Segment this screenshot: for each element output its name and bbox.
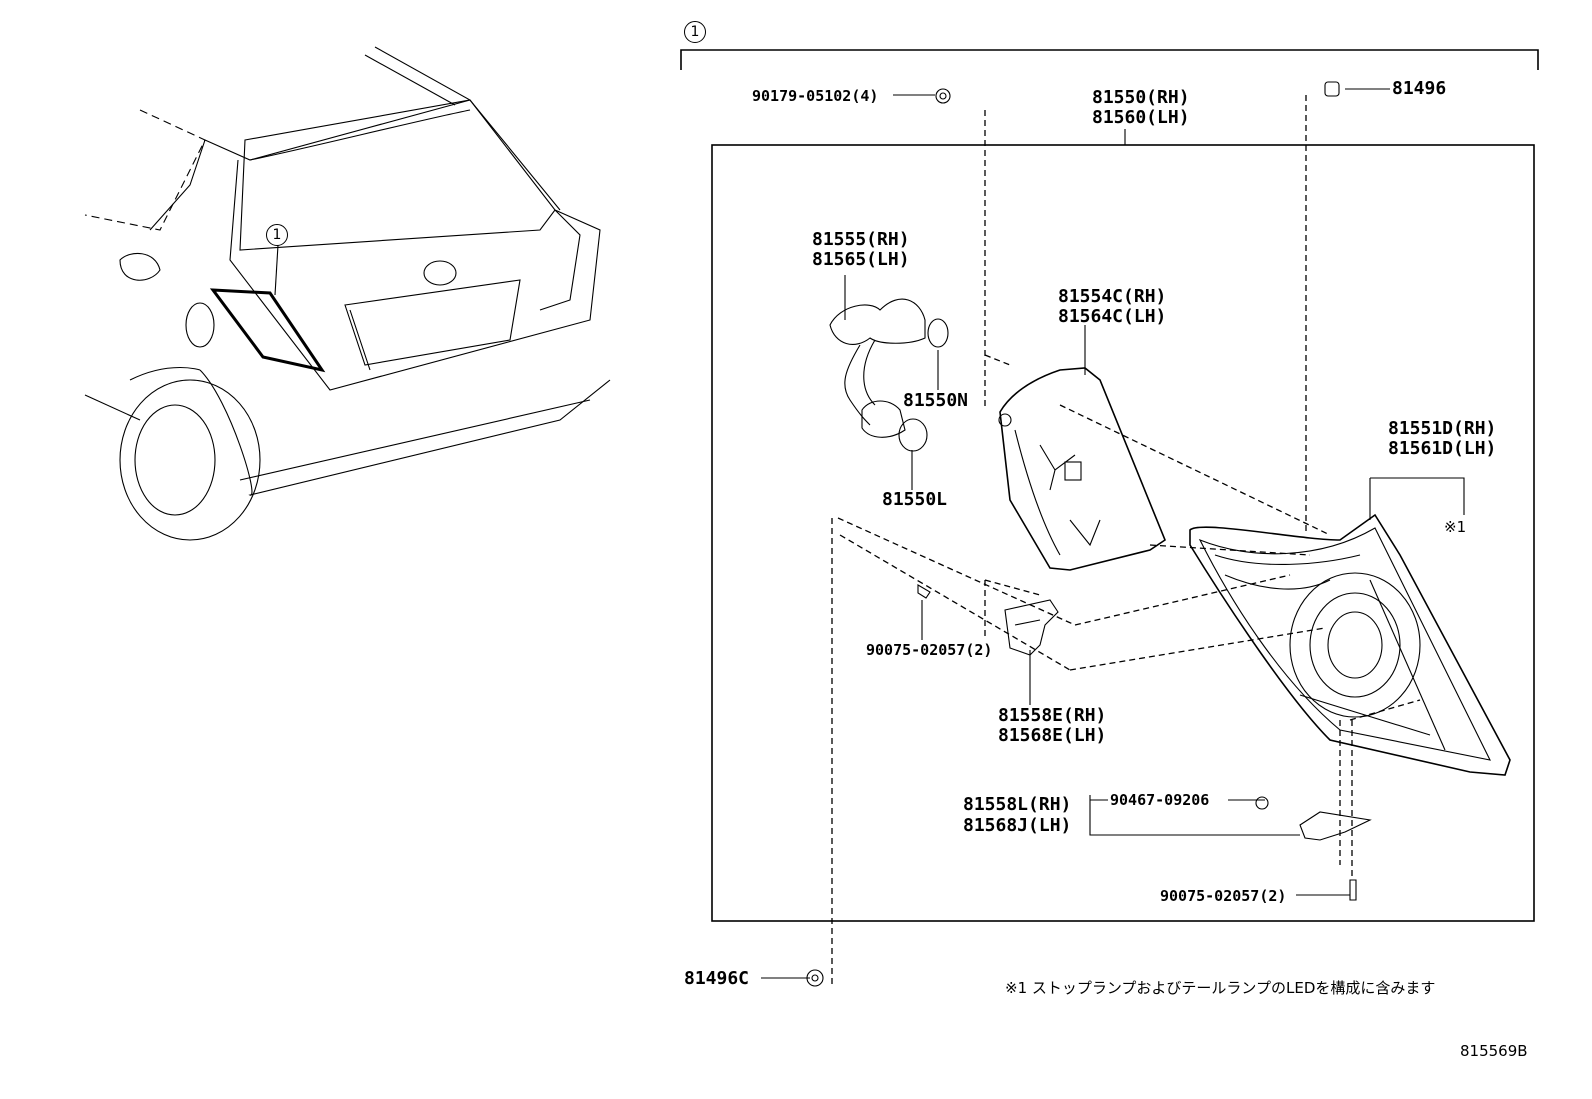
label-81558e-rh: 81558E(RH) <box>998 705 1107 726</box>
label-90467-09206: 90467-09206 <box>1110 791 1210 809</box>
callout-assembly: 1 <box>684 21 706 43</box>
label-90075-02057-upper: 90075-02057(2) <box>866 641 993 659</box>
label-90075-02057-lower: 90075-02057(2) <box>1160 887 1287 905</box>
clip-90179 <box>935 88 951 104</box>
footnote: ※1 ストップランプおよびテールランプのLEDを構成に含みます <box>1005 979 1436 997</box>
bracket-81558l <box>1299 811 1372 841</box>
assembly-box <box>711 144 1535 922</box>
clip-90467 <box>1255 796 1269 810</box>
car-rear-view <box>84 46 611 541</box>
screw-90075-lower <box>1349 879 1357 901</box>
screw-90075-upper <box>917 584 931 599</box>
label-81568e-lh: 81568E(LH) <box>998 725 1107 746</box>
label-81496: 81496 <box>1392 78 1447 99</box>
lamp-lens <box>1189 513 1511 776</box>
label-81561d-lh: 81561D(LH) <box>1388 438 1497 459</box>
label-81550n: 81550N <box>903 390 969 411</box>
label-81551d-rh: 81551D(RH) <box>1388 418 1497 439</box>
label-81564c-lh: 81564C(LH) <box>1058 306 1167 327</box>
label-81568j-lh: 81568J(LH) <box>963 815 1072 836</box>
socket-wire-assembly <box>829 298 949 452</box>
grommet-81496c <box>806 969 824 987</box>
note-ref-1: ※1 <box>1444 518 1467 536</box>
label-81560-lh: 81560(LH) <box>1092 107 1190 128</box>
label-81554c-rh: 81554C(RH) <box>1058 286 1167 307</box>
grommet-81496 <box>1324 81 1340 97</box>
callout-car: 1 <box>266 224 288 246</box>
label-90179-05102: 90179-05102(4) <box>752 87 879 105</box>
lamp-housing <box>998 367 1166 571</box>
bracket-81558e <box>1004 599 1059 656</box>
label-81550l: 81550L <box>882 489 948 510</box>
assembly-bracket <box>680 49 1539 70</box>
label-81550-rh: 81550(RH) <box>1092 87 1190 108</box>
label-81496c: 81496C <box>684 968 750 989</box>
label-81558l-rh: 81558L(RH) <box>963 794 1072 815</box>
label-81555-rh: 81555(RH) <box>812 229 910 250</box>
label-81565-lh: 81565(LH) <box>812 249 910 270</box>
diagram-code: 815569B <box>1460 1042 1528 1060</box>
